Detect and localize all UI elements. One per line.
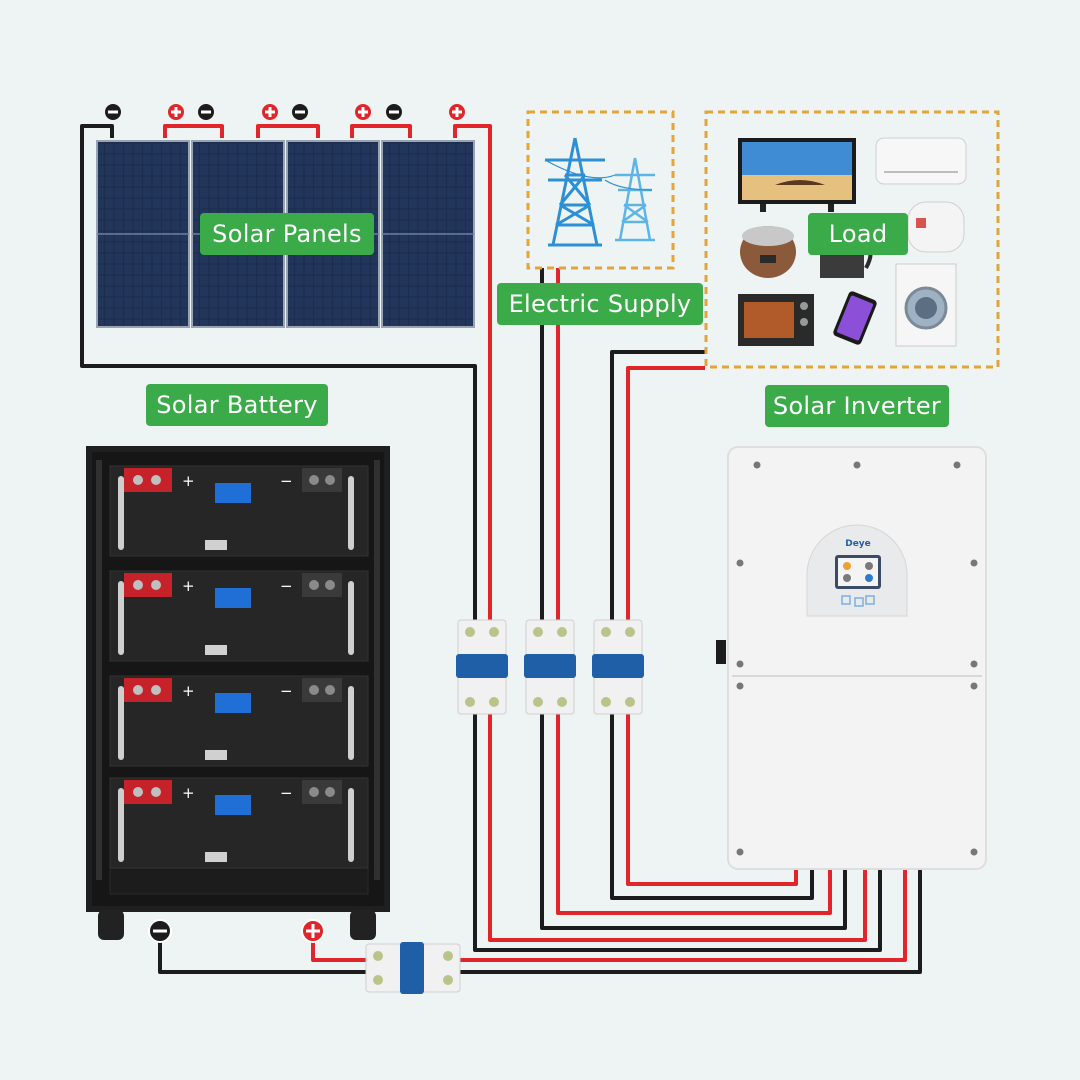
module-plus-label: + [182, 472, 195, 490]
battery-module [109, 465, 369, 557]
solar-panels-label: Solar Panels [200, 213, 374, 255]
minus-terminal-icon [105, 104, 121, 120]
panel-terminals [105, 104, 465, 120]
battery-module [109, 570, 369, 662]
solar-inverter-label: Solar Inverter [765, 385, 949, 427]
electric-supply-label: Electric Supply [497, 283, 703, 325]
module-minus-label: − [280, 682, 293, 700]
module-minus-label: − [280, 784, 293, 802]
circuit-breaker-battery [365, 942, 461, 994]
module-plus-label: + [182, 682, 195, 700]
battery-module [109, 675, 369, 767]
solar-inverter: Deye [716, 446, 987, 870]
load-label-text: Load [828, 220, 888, 248]
oven-icon [738, 294, 814, 346]
module-minus-label: − [280, 577, 293, 595]
module-minus-label: − [280, 472, 293, 490]
electric-supply-label-text: Electric Supply [508, 290, 692, 318]
caster-wheel [98, 910, 376, 940]
solar-panel-1 [96, 140, 190, 328]
air-conditioner-icon [875, 137, 967, 185]
solar-battery-label-text: Solar Battery [156, 391, 318, 419]
transmission-tower-icon [545, 137, 605, 247]
minus-terminal-icon [386, 104, 402, 120]
plus-terminal-icon [262, 104, 278, 120]
solar-inverter-label-text: Solar Inverter [772, 392, 942, 420]
electric-supply-box [526, 110, 675, 270]
smartphone-icon [833, 291, 877, 345]
washing-machine-icon [895, 263, 957, 347]
battery-modules: + − + − + − + − [109, 465, 369, 869]
wires [80, 124, 922, 974]
inverter-brand-logo: Deye [845, 539, 871, 549]
plus-terminal-icon [168, 104, 184, 120]
minus-terminal-icon [148, 919, 172, 943]
solar-panel-array [96, 140, 475, 328]
rice-cooker-icon [740, 226, 796, 278]
battery-terminals [148, 919, 325, 943]
solar-battery-label: Solar Battery [146, 384, 328, 426]
water-heater-icon [907, 201, 965, 253]
circuit-breaker [524, 619, 576, 715]
plus-terminal-icon [355, 104, 371, 120]
television-icon [738, 138, 856, 212]
circuit-breakers [365, 619, 644, 994]
solar-panel-4 [381, 140, 475, 328]
minus-terminal-icon [292, 104, 308, 120]
transmission-tower-icon [615, 157, 655, 242]
circuit-breaker [592, 619, 644, 715]
module-plus-label: + [182, 784, 195, 802]
plus-terminal-icon [301, 919, 325, 943]
load-label: Load [808, 213, 908, 255]
module-plus-label: + [182, 577, 195, 595]
circuit-breaker [456, 619, 508, 715]
plus-terminal-icon [449, 104, 465, 120]
battery-module [109, 777, 369, 869]
minus-terminal-icon [198, 104, 214, 120]
solar-panels-label-text: Solar Panels [212, 220, 362, 248]
